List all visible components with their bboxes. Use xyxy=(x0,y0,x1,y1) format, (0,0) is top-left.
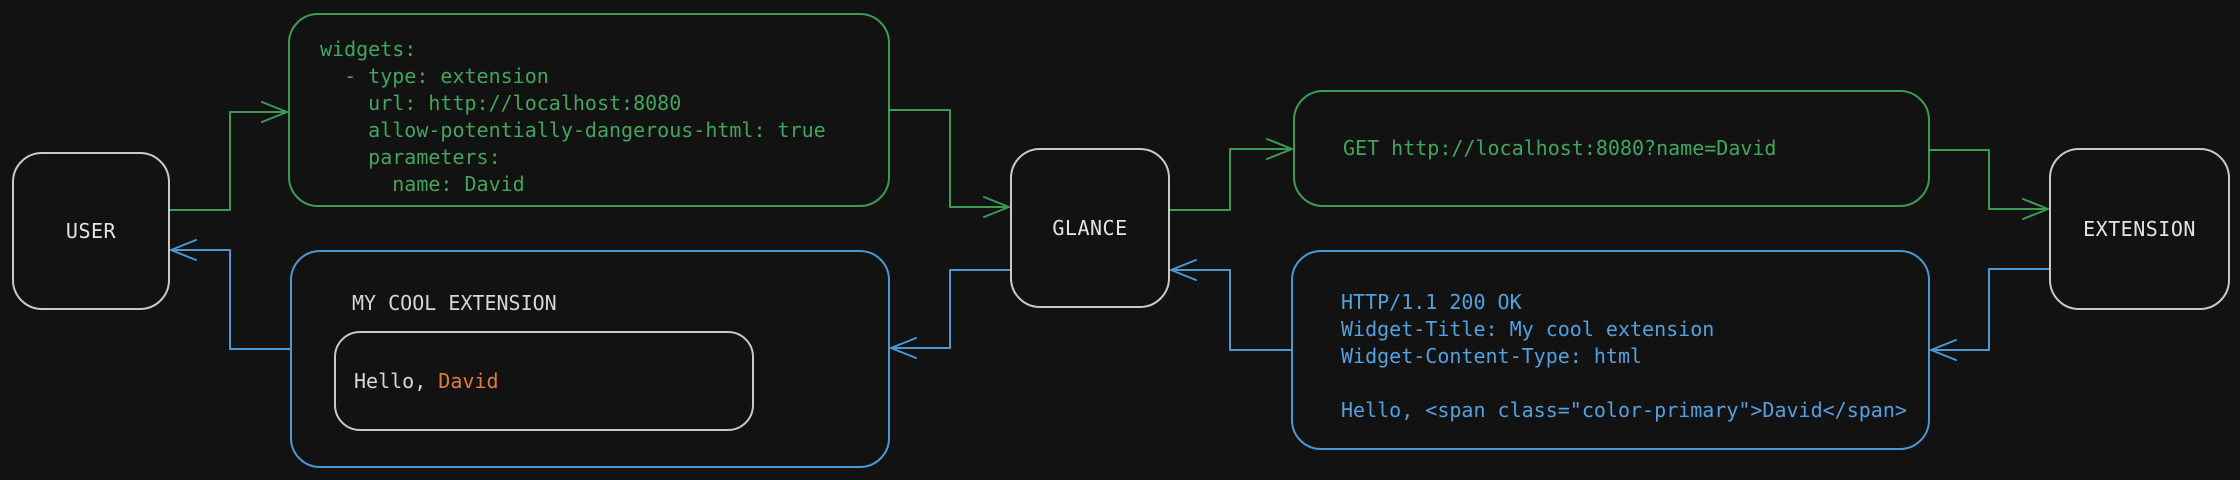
glance-to-request-connector xyxy=(1169,138,1293,211)
glance-to-widget-line xyxy=(894,269,1011,349)
config-to-glance-arrowhead xyxy=(983,196,1010,218)
greeting-box: Hello, David xyxy=(334,331,754,431)
widget-title: MY COOL EXTENSION xyxy=(352,291,557,315)
request-to-extension-arrowhead xyxy=(2022,198,2049,220)
extension-to-response-line xyxy=(1934,268,2050,351)
extension-node: EXTENSION xyxy=(2049,148,2230,310)
response-code-box: HTTP/1.1 200 OK Widget-Title: My cool ex… xyxy=(1291,250,1930,450)
glance-to-widget-arrowhead xyxy=(890,337,917,359)
request-code: GET http://localhost:8080?name=David xyxy=(1343,136,1777,160)
greeting-prefix: Hello, xyxy=(354,369,439,393)
widget-to-user-connector xyxy=(170,239,291,350)
user-to-config-line xyxy=(169,111,285,211)
greeting-name: David xyxy=(438,369,499,393)
user-to-config-arrowhead xyxy=(261,101,288,123)
glance-node: GLANCE xyxy=(1010,148,1170,308)
user-node-label: USER xyxy=(65,219,117,243)
config-code: widgets: - type: extension url: http://l… xyxy=(320,37,826,196)
response-to-glance-arrowhead xyxy=(1170,259,1197,281)
response-to-glance-connector xyxy=(1170,259,1292,351)
config-to-glance-connector xyxy=(889,109,1010,218)
user-node: USER xyxy=(12,152,170,310)
widget-to-user-arrowhead xyxy=(170,239,197,261)
glance-to-request-line xyxy=(1169,148,1289,211)
request-code-box: GET http://localhost:8080?name=David xyxy=(1293,90,1930,207)
response-to-glance-line xyxy=(1174,269,1292,351)
request-to-extension-line xyxy=(1929,149,2045,210)
request-to-extension-connector xyxy=(1929,149,2049,220)
response-code: HTTP/1.1 200 OK Widget-Title: My cool ex… xyxy=(1341,289,1907,422)
widget-to-user-line xyxy=(174,249,291,350)
widget-preview-box: MY COOL EXTENSION Hello, David xyxy=(290,250,890,468)
extension-to-response-connector xyxy=(1930,268,2050,361)
glance-to-request-arrowhead xyxy=(1266,138,1293,160)
glance-to-widget-connector xyxy=(890,269,1011,359)
user-to-config-connector xyxy=(169,101,288,211)
extension-node-label: EXTENSION xyxy=(2083,217,2196,241)
config-code-box: widgets: - type: extension url: http://l… xyxy=(288,13,890,207)
config-to-glance-line xyxy=(889,109,1006,208)
extension-to-response-arrowhead xyxy=(1930,339,1957,361)
glance-node-label: GLANCE xyxy=(1052,216,1128,240)
